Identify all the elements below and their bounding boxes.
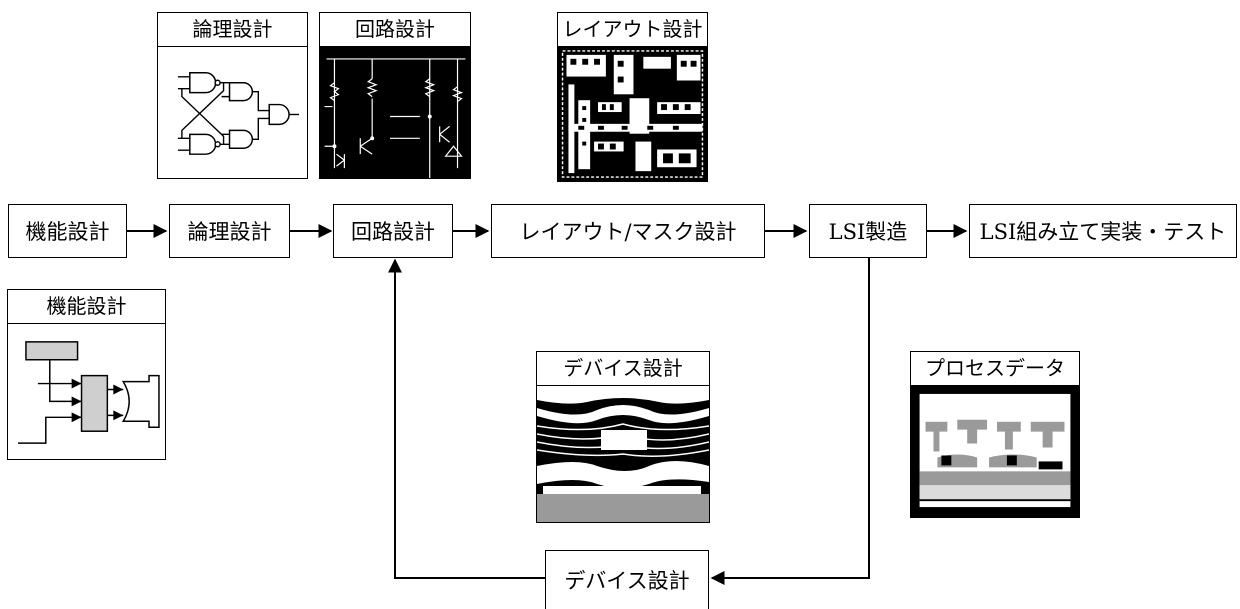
device-design-label: デバイス設計 [564, 569, 690, 593]
lsi-assembly-test-label: LSI組み立て実装・テスト [979, 220, 1227, 244]
process-data-panel-title: プロセスデータ [911, 352, 1079, 386]
device-design-panel-title: デバイス設計 [537, 352, 709, 386]
functional-design-panel-title: 機能設計 [8, 290, 165, 324]
functional-design-box: 機能設計 [8, 204, 127, 258]
functional-design-label: 機能設計 [25, 220, 110, 244]
circuit-design-label: 回路設計 [351, 220, 435, 244]
circuit-design-box: 回路設計 [333, 204, 453, 258]
logic-design-panel: 論理設計 [157, 12, 308, 179]
process-cross-section-image [911, 386, 1079, 517]
lsi-assembly-test-box: LSI組み立て実装・テスト [969, 204, 1237, 258]
arrow-device-to-circuit [388, 258, 545, 579]
lsi-manufacturing-label: LSI製造 [828, 220, 908, 244]
device-design-panel: デバイス設計 [536, 351, 710, 523]
circuit-design-panel-title: 回路設計 [320, 13, 470, 47]
logic-design-panel-title: 論理設計 [158, 13, 307, 47]
circuit-design-panel: 回路設計 [319, 12, 471, 179]
circuit-schematic-image [320, 47, 470, 178]
device-simulation-image [537, 386, 709, 522]
device-design-box: デバイス設計 [545, 550, 709, 609]
arrow-lsi-to-device [710, 257, 870, 585]
logic-design-box: 論理設計 [169, 204, 290, 258]
layout-mask-image [558, 47, 707, 181]
process-data-panel: プロセスデータ [910, 351, 1080, 518]
layout-design-panel-title: レイアウト設計 [558, 13, 707, 47]
logic-design-label: 論理設計 [187, 220, 272, 244]
functional-design-panel: 機能設計 [7, 289, 166, 460]
logic-schematic-image [158, 47, 307, 178]
layout-design-panel: レイアウト設計 [557, 12, 708, 182]
layout-mask-design-box: レイアウト/マスク設計 [491, 204, 765, 258]
layout-mask-design-label: レイアウト/マスク設計 [519, 220, 737, 244]
functional-block-diagram-image [8, 324, 165, 459]
lsi-manufacturing-box: LSI製造 [809, 204, 927, 258]
